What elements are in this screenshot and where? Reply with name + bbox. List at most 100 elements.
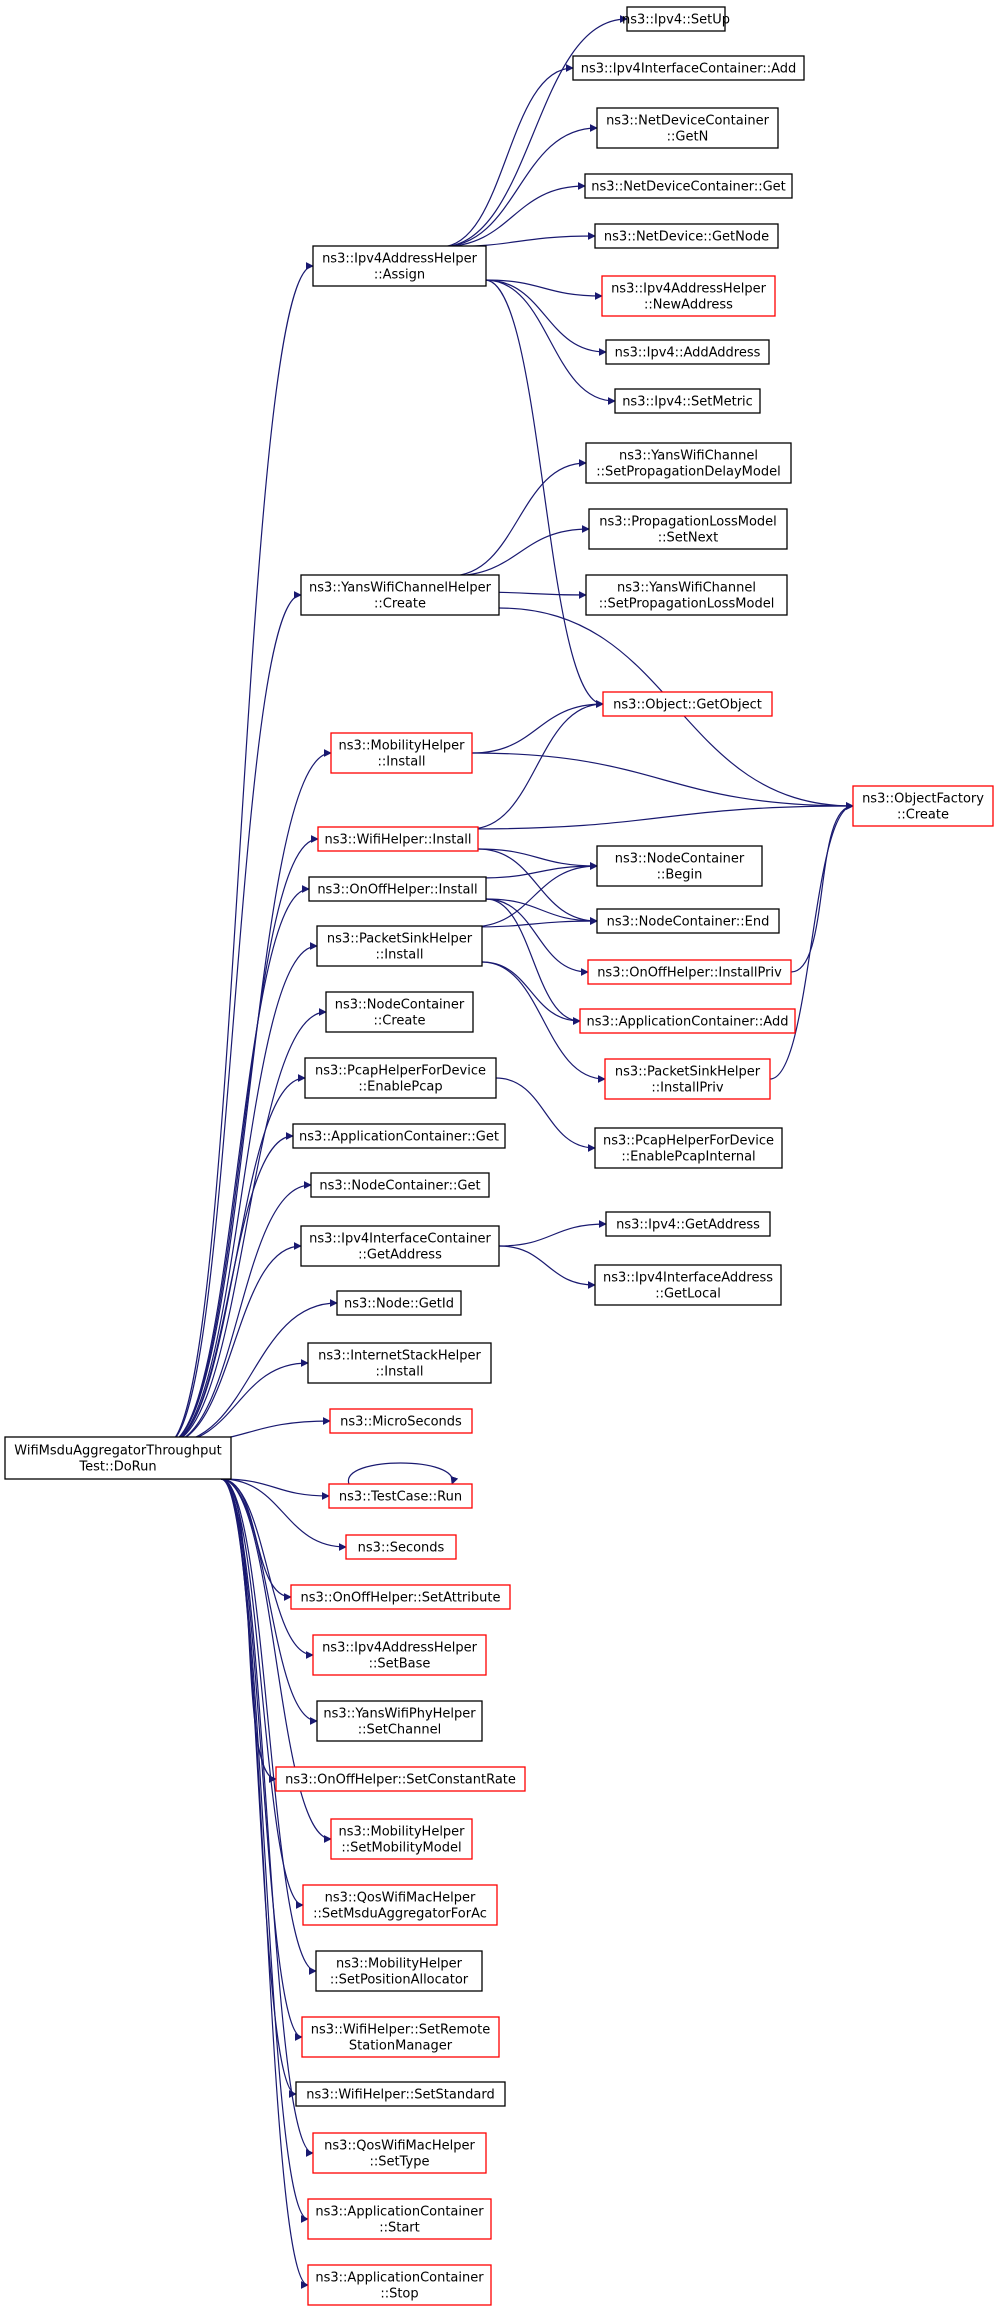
node-box[interactable]: [594, 1127, 783, 1169]
node-ndc_get[interactable]: ns3::NetDeviceContainer::Get: [584, 173, 793, 199]
node-box[interactable]: [312, 245, 487, 287]
node-plm_setnext[interactable]: ns3::PropagationLossModel::SetNext: [588, 508, 788, 550]
node-box[interactable]: [596, 107, 779, 149]
node-box[interactable]: [572, 55, 805, 81]
node-ooh_setattr[interactable]: ns3::OnOffHelper::SetAttribute: [290, 1584, 511, 1610]
node-of_create[interactable]: ns3::ObjectFactory::Create: [852, 785, 994, 827]
node-box[interactable]: [614, 388, 761, 414]
node-iah_assign[interactable]: ns3::Ipv4AddressHelper::Assign: [312, 245, 487, 287]
node-box[interactable]: [329, 1408, 473, 1434]
node-box[interactable]: [604, 1058, 771, 1100]
node-nd_getnode[interactable]: ns3::NetDevice::GetNode: [594, 223, 779, 249]
node-box[interactable]: [588, 508, 788, 550]
node-ac_get[interactable]: ns3::ApplicationContainer::Get: [292, 1123, 506, 1149]
node-psh_installpriv[interactable]: ns3::PacketSinkHelper::InstallPriv: [604, 1058, 771, 1100]
node-box[interactable]: [312, 2132, 487, 2174]
node-box[interactable]: [330, 732, 473, 774]
node-box[interactable]: [596, 845, 763, 887]
node-box[interactable]: [626, 6, 726, 32]
node-tc_run[interactable]: ns3::TestCase::Run: [328, 1483, 473, 1509]
node-box[interactable]: [345, 1534, 457, 1560]
node-nc_get[interactable]: ns3::NodeContainer::Get: [310, 1172, 490, 1198]
node-box[interactable]: [316, 1700, 483, 1742]
node-ac_add[interactable]: ns3::ApplicationContainer::Add: [579, 1008, 796, 1034]
node-mh_setpos[interactable]: ns3::MobilityHelper::SetPositionAllocato…: [315, 1950, 483, 1992]
node-phfd_enable[interactable]: ns3::PcapHelperForDevice::EnablePcap: [304, 1057, 497, 1099]
node-ipv4ia_getlocal[interactable]: ns3::Ipv4InterfaceAddress::GetLocal: [594, 1264, 782, 1306]
node-nc_begin[interactable]: ns3::NodeContainer::Begin: [596, 845, 763, 887]
node-box[interactable]: [292, 1123, 506, 1149]
node-ooh_setconst[interactable]: ns3::OnOffHelper::SetConstantRate: [275, 1766, 526, 1792]
node-box[interactable]: [295, 2081, 506, 2107]
node-iah_newaddr[interactable]: ns3::Ipv4AddressHelper::NewAddress: [601, 275, 776, 317]
node-box[interactable]: [594, 223, 779, 249]
node-ywch_create[interactable]: ns3::YansWifiChannelHelper::Create: [300, 574, 500, 616]
node-box[interactable]: [579, 1008, 796, 1034]
node-ipv4ic_add[interactable]: ns3::Ipv4InterfaceContainer::Add: [572, 55, 805, 81]
node-obj_getobject[interactable]: ns3::Object::GetObject: [602, 691, 773, 717]
node-ipv4_getaddr[interactable]: ns3::Ipv4::GetAddress: [605, 1211, 771, 1237]
node-ipv4_setup[interactable]: ns3::Ipv4::SetUp: [622, 6, 730, 32]
node-mh_install[interactable]: ns3::MobilityHelper::Install: [330, 732, 473, 774]
node-nc_create[interactable]: ns3::NodeContainer::Create: [325, 991, 474, 1033]
node-phfd_internal[interactable]: ns3::PcapHelperForDevice::EnablePcapInte…: [594, 1127, 783, 1169]
node-ooh_installpriv[interactable]: ns3::OnOffHelper::InstallPriv: [587, 959, 792, 985]
node-node_getid[interactable]: ns3::Node::GetId: [336, 1290, 462, 1316]
node-box[interactable]: [300, 574, 500, 616]
node-box[interactable]: [587, 959, 792, 985]
node-ac_stop[interactable]: ns3::ApplicationContainer::Stop: [307, 2264, 492, 2306]
node-box[interactable]: [852, 785, 994, 827]
node-qwmh_settype[interactable]: ns3::QosWifiMacHelper::SetType: [312, 2132, 487, 2174]
node-ywc_setprop[interactable]: ns3::YansWifiChannel::SetPropagationDela…: [585, 442, 792, 484]
node-ndc_getn[interactable]: ns3::NetDeviceContainer::GetN: [596, 107, 779, 149]
node-box[interactable]: [325, 991, 474, 1033]
node-psh_install[interactable]: ns3::PacketSinkHelper::Install: [316, 925, 483, 967]
node-box[interactable]: [605, 1211, 771, 1237]
node-box[interactable]: [290, 1584, 511, 1610]
node-box[interactable]: [594, 1264, 782, 1306]
node-ipv4_setmetric[interactable]: ns3::Ipv4::SetMetric: [614, 388, 761, 414]
node-box[interactable]: [307, 2264, 492, 2306]
node-box[interactable]: [308, 876, 487, 902]
node-box[interactable]: [307, 1342, 492, 1384]
node-box[interactable]: [275, 1766, 526, 1792]
node-ooh_install[interactable]: ns3::OnOffHelper::Install: [308, 876, 487, 902]
node-iah_setbase[interactable]: ns3::Ipv4AddressHelper::SetBase: [312, 1634, 487, 1676]
node-box[interactable]: [601, 275, 776, 317]
node-box[interactable]: [315, 1950, 483, 1992]
node-wh_setstandard[interactable]: ns3::WifiHelper::SetStandard: [295, 2081, 506, 2107]
node-ish_install[interactable]: ns3::InternetStackHelper::Install: [307, 1342, 492, 1384]
node-box[interactable]: [4, 1436, 232, 1480]
node-qwmh_setmsdu[interactable]: ns3::QosWifiMacHelper::SetMsduAggregator…: [302, 1884, 498, 1926]
node-ipv4_addaddr[interactable]: ns3::Ipv4::AddAddress: [605, 339, 770, 365]
node-box[interactable]: [317, 826, 479, 852]
node-box[interactable]: [312, 1634, 487, 1676]
node-box[interactable]: [307, 2198, 492, 2240]
node-box[interactable]: [584, 173, 793, 199]
node-ywc_setloss[interactable]: ns3::YansWifiChannel::SetPropagationLoss…: [585, 574, 788, 616]
node-seconds[interactable]: ns3::Seconds: [345, 1534, 457, 1560]
node-box[interactable]: [596, 908, 780, 934]
node-wh_install[interactable]: ns3::WifiHelper::Install: [317, 826, 479, 852]
node-ywph_setchannel[interactable]: ns3::YansWifiPhyHelper::SetChannel: [316, 1700, 483, 1742]
node-box[interactable]: [300, 1225, 500, 1267]
node-box[interactable]: [302, 1884, 498, 1926]
node-box[interactable]: [330, 1818, 473, 1860]
node-box[interactable]: [585, 574, 788, 616]
node-mh_setmobility[interactable]: ns3::MobilityHelper::SetMobilityModel: [330, 1818, 473, 1860]
node-ac_start[interactable]: ns3::ApplicationContainer::Start: [307, 2198, 492, 2240]
node-box[interactable]: [310, 1172, 490, 1198]
node-box[interactable]: [585, 442, 792, 484]
node-box[interactable]: [301, 2016, 500, 2058]
node-box[interactable]: [605, 339, 770, 365]
node-box[interactable]: [304, 1057, 497, 1099]
node-box[interactable]: [316, 925, 483, 967]
node-box[interactable]: [328, 1483, 473, 1509]
node-box[interactable]: [336, 1290, 462, 1316]
node-nc_end[interactable]: ns3::NodeContainer::End: [596, 908, 780, 934]
node-box[interactable]: [602, 691, 773, 717]
node-ipv4ic_getaddr[interactable]: ns3::Ipv4InterfaceContainer::GetAddress: [300, 1225, 500, 1267]
node-microseconds[interactable]: ns3::MicroSeconds: [329, 1408, 473, 1434]
